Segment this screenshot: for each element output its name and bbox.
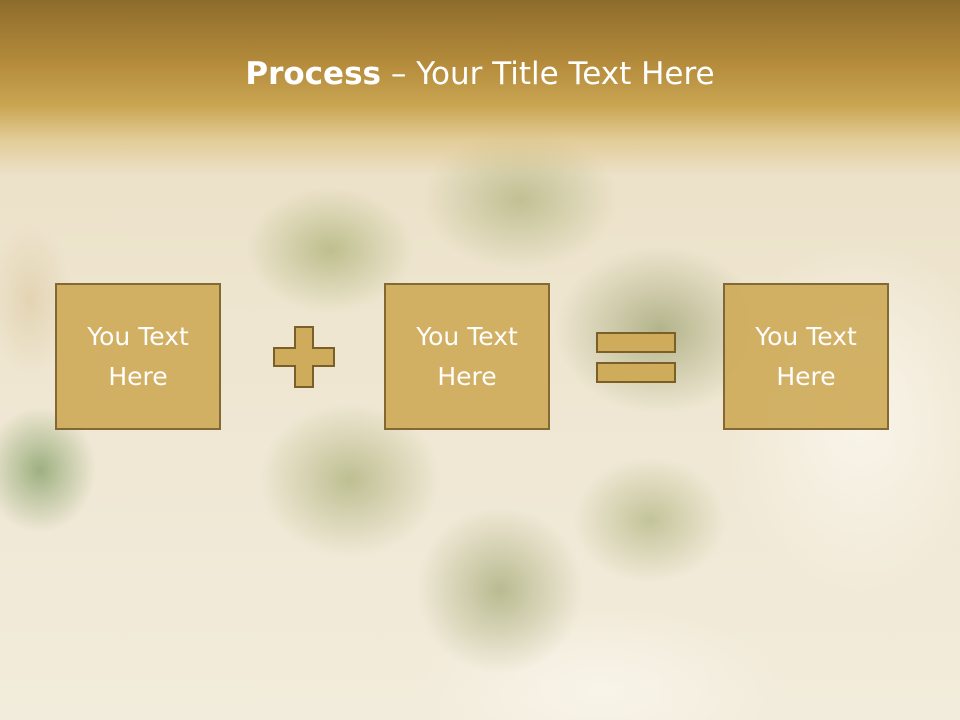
box-2-line-1: You Text [416,321,518,351]
box-2-line-2: Here [437,361,497,391]
box-1-line-1: You Text [87,321,189,351]
title-banner [0,0,960,175]
title-rest: – Your Title Text Here [381,56,715,92]
process-box-2[interactable]: You Text Here [384,283,550,430]
slide-title: Process – Your Title Text Here [0,52,960,96]
box-3-line-2: Here [776,361,836,391]
equals-icon [596,332,676,383]
plus-icon [273,326,335,388]
box-1-line-2: Here [108,361,168,391]
title-bold: Process [245,56,381,92]
process-box-1[interactable]: You Text Here [55,283,221,430]
box-3-line-1: You Text [755,321,857,351]
process-box-3[interactable]: You Text Here [723,283,889,430]
